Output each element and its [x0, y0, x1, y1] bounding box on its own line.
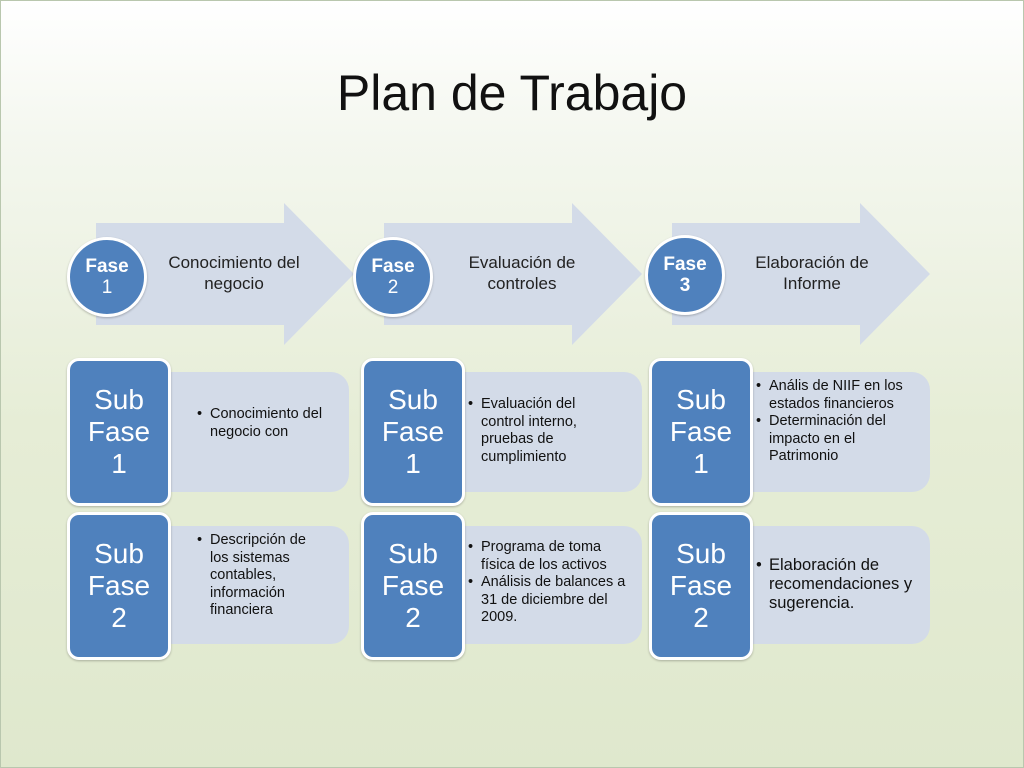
subphase-word: Fase [87, 570, 151, 601]
subphase-number: 1 [111, 448, 127, 479]
phase-2-badge-num: 2 [387, 277, 399, 298]
phase-3-badge-word: Fase [663, 254, 707, 275]
phase-1-badge: Fase 1 [67, 237, 147, 317]
phase-1-subphase-1-box: Sub Fase 1 [67, 358, 171, 506]
bullet-item: Determinación del impacto en el Patrimon… [756, 413, 914, 466]
phase-2-badge: Fase 2 [353, 237, 433, 317]
subphase-word: Fase [669, 570, 733, 601]
subphase-word: Sub [388, 538, 438, 569]
subphase-word: Fase [381, 416, 445, 447]
subphase-word: Fase [381, 570, 445, 601]
phase-3-badge-num: 3 [679, 275, 691, 296]
subphase-word: Sub [676, 384, 726, 415]
bullet-item: Programa de toma física de los activos [468, 539, 636, 574]
bullet-item: Anális de NIIF en los estados financiero… [756, 378, 914, 413]
subphase-word: Sub [676, 538, 726, 569]
phase-1-badge-word: Fase [85, 256, 129, 277]
subphase-number: 1 [693, 448, 709, 479]
bullet-item: Descripción de los sistemas contables, i… [197, 532, 327, 620]
bullet-item: Análisis de balances a 31 de diciembre d… [468, 574, 636, 627]
subphase-number: 2 [111, 602, 127, 633]
phase-3-label: Elaboración de Informe [755, 253, 869, 293]
phase-1-label: Conocimiento del negocio [168, 253, 300, 293]
subphase-number: 2 [693, 602, 709, 633]
bullet-item: Conocimiento del negocio con [197, 406, 337, 441]
phase-2-subphase-1-bullets: Evaluación del control interno, pruebas … [468, 396, 608, 466]
phase-1-subphase-2-bullets: Descripción de los sistemas contables, i… [197, 532, 327, 620]
subphase-word: Sub [94, 384, 144, 415]
subphase-number: 2 [405, 602, 421, 633]
phase-2-subphase-2-box: Sub Fase 2 [361, 512, 465, 660]
subphase-word: Sub [94, 538, 144, 569]
slide-title: Plan de Trabajo [336, 65, 688, 121]
subphase-word: Sub [388, 384, 438, 415]
phase-2-badge-word: Fase [371, 256, 415, 277]
phase-2-label: Evaluación de controles [468, 253, 576, 293]
bullet-item: Elaboración de recomendaciones y sugeren… [756, 556, 924, 613]
phase-3-subphase-2-bullets: Elaboración de recomendaciones y sugeren… [756, 556, 924, 613]
phase-1-subphase-2-box: Sub Fase 2 [67, 512, 171, 660]
phase-3-badge: Fase 3 [645, 235, 725, 315]
bullet-item: Evaluación del control interno, pruebas … [468, 396, 608, 466]
phase-1-subphase-1-bullets: Conocimiento del negocio con [197, 406, 337, 441]
subphase-word: Fase [669, 416, 733, 447]
phase-3-subphase-1-box: Sub Fase 1 [649, 358, 753, 506]
phase-3-subphase-2-box: Sub Fase 2 [649, 512, 753, 660]
phase-2-subphase-1-box: Sub Fase 1 [361, 358, 465, 506]
subphase-number: 1 [405, 448, 421, 479]
phase-2-subphase-2-bullets: Programa de toma física de los activos A… [468, 539, 636, 627]
phase-1-badge-num: 1 [101, 277, 113, 298]
subphase-word: Fase [87, 416, 151, 447]
phase-3-subphase-1-bullets: Anális de NIIF en los estados financiero… [756, 378, 914, 466]
